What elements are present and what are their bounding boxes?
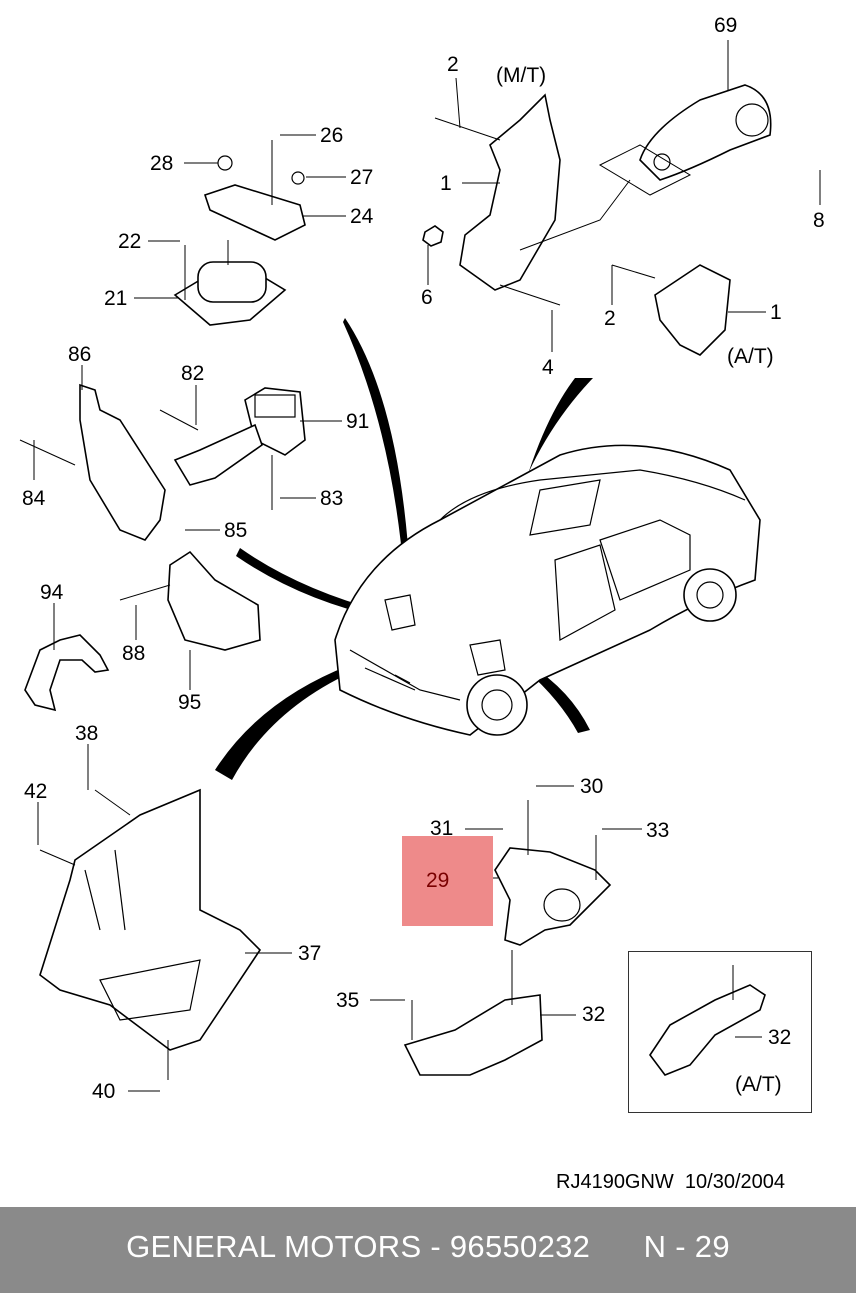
callout-37: 37	[298, 942, 322, 965]
pointer-band-upper-left	[343, 318, 410, 575]
callout-42: 42	[24, 780, 48, 803]
callout-94: 94	[40, 581, 64, 604]
part-91-mount	[159, 387, 306, 510]
part-1-bracket-at	[611, 264, 731, 356]
callout-69: 69	[714, 14, 738, 37]
part-95-bracket	[119, 550, 261, 651]
callout-at-label-inset: (A/T)	[735, 1073, 782, 1096]
callout-35: 35	[336, 989, 360, 1012]
callout-mt-label: (M/T)	[496, 64, 547, 87]
part-86-bracket	[19, 383, 166, 541]
callout-21: 21	[104, 287, 128, 310]
callout-82: 82	[181, 362, 205, 385]
part-1-bracket-mt	[422, 93, 631, 306]
car-illustration	[334, 444, 761, 736]
highlight-box-part-29	[402, 836, 493, 926]
callout-30: 30	[580, 775, 604, 798]
callout-24: 24	[350, 205, 374, 228]
callout-91: 91	[346, 410, 370, 433]
drawing-reference: RJ4190GNW 10/30/2004	[556, 1171, 786, 1193]
part-21-mount	[173, 240, 287, 326]
callout-29-highlighted: 29	[426, 869, 450, 892]
callout-32: 32	[582, 1003, 606, 1026]
callout-86: 86	[68, 343, 92, 366]
pointer-band-lower-left	[215, 665, 352, 780]
part-29-mount-assembly	[494, 800, 612, 946]
callout-2-at: 2	[604, 307, 616, 330]
footer-text: GENERAL MOTORS - 96550232 N - 29	[126, 1229, 730, 1264]
callout-1-mt: 1	[440, 172, 452, 195]
callout-4: 4	[542, 356, 554, 379]
callout-33: 33	[646, 819, 670, 842]
callout-88: 88	[122, 642, 146, 665]
callout-at-label-top: (A/T)	[727, 345, 774, 368]
callout-95: 95	[178, 691, 202, 714]
part-94-clamp	[24, 634, 110, 712]
leader-lines	[33, 40, 821, 1092]
callout-84: 84	[22, 487, 46, 510]
callout-8: 8	[813, 209, 825, 232]
part-24-bracket	[203, 140, 306, 241]
callout-38: 38	[75, 722, 99, 745]
footer-bar: GENERAL MOTORS - 96550232 N - 29	[0, 1207, 856, 1293]
callout-27: 27	[350, 166, 374, 189]
part-32-bracket-at-inset	[649, 965, 766, 1076]
callout-31: 31	[430, 817, 454, 840]
inset-box-at	[628, 951, 812, 1113]
callout-1-at: 1	[770, 301, 782, 324]
callout-32-at: 32	[768, 1026, 792, 1049]
callout-85: 85	[224, 519, 248, 542]
pointer-band-lower-right	[526, 665, 590, 733]
callout-6: 6	[421, 286, 433, 309]
part-32-bracket	[403, 950, 543, 1076]
callout-40: 40	[92, 1080, 116, 1103]
callout-2: 2	[447, 53, 459, 76]
callout-28: 28	[150, 152, 174, 175]
exploded-parts-diagram	[19, 40, 821, 1092]
part-37-splash-shield	[39, 788, 262, 1080]
callout-26: 26	[320, 124, 344, 147]
callout-83: 83	[320, 487, 344, 510]
callout-22: 22	[118, 230, 142, 253]
part-69-torque-rod	[598, 84, 772, 196]
